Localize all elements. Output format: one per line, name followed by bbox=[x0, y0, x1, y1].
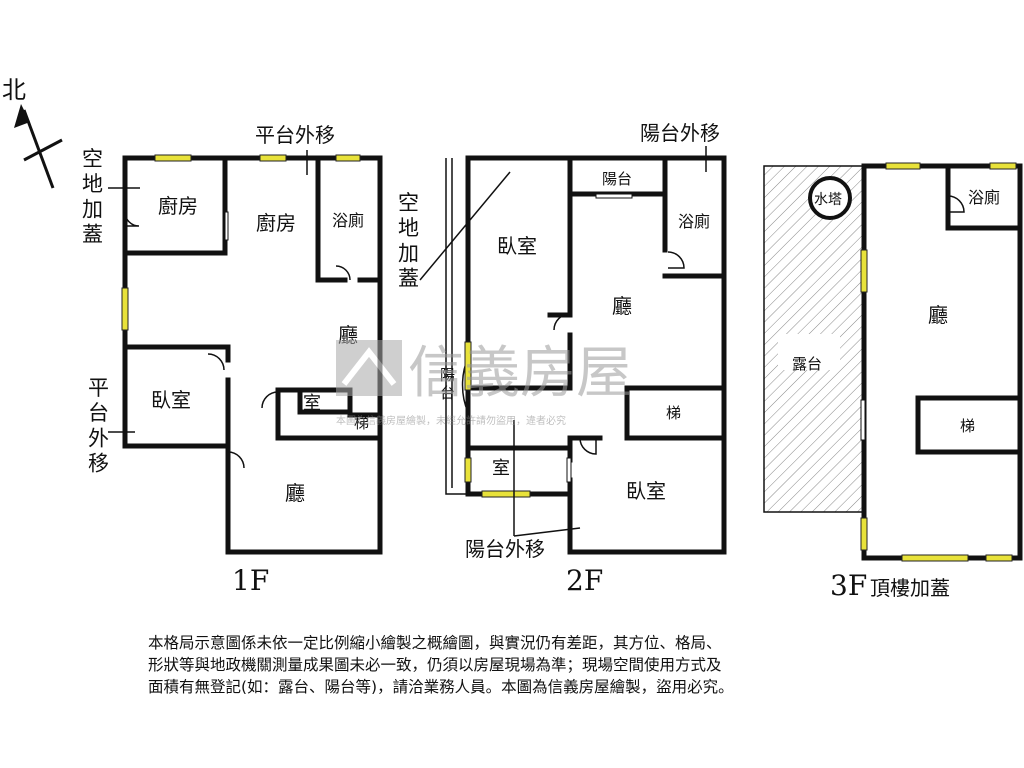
floor-2f-plan: 臥室 陽台 浴廁 廳 陽台 梯 室 臥室 2F 陽台外移 空地加蓋 陽台外移 bbox=[398, 121, 727, 597]
f2-bedroom-wall bbox=[465, 155, 573, 391]
f2-balcony-left-label: 陽台 bbox=[440, 366, 455, 402]
f3-living-label: 廳 bbox=[928, 303, 948, 327]
f2-leader bbox=[513, 527, 581, 537]
f1-door bbox=[227, 451, 245, 469]
f2-room-label: 室 bbox=[492, 458, 510, 479]
f1-note-top: 平台外移 bbox=[255, 123, 335, 147]
f1-window bbox=[154, 154, 192, 162]
f3-window bbox=[860, 517, 868, 551]
f2-outer-frame bbox=[445, 158, 468, 495]
f2-stairs-label: 梯 bbox=[666, 404, 681, 422]
floor-3f-plan: 水塔 浴廁 露台 廳 梯 3F 頂樓加蓋 bbox=[763, 162, 1023, 602]
f2-outer-wall bbox=[465, 155, 727, 555]
watermark-logo-roof bbox=[341, 347, 397, 386]
f3-water-tower-label: 水塔 bbox=[814, 192, 842, 208]
f1-bedroom-wall bbox=[122, 344, 231, 449]
disclaimer-line: 本格局示意圖係未依一定比例縮小繪製之概繪圖，與實況仍有差距，其方位、格局、 bbox=[148, 634, 722, 652]
f3-stairs-wall bbox=[915, 395, 1023, 455]
f1-sliding-door bbox=[224, 211, 229, 241]
f2-inner-wall bbox=[465, 385, 727, 497]
f1-bath-label: 浴廁 bbox=[332, 211, 364, 230]
f1-door bbox=[335, 265, 351, 281]
f2-window bbox=[464, 341, 472, 391]
f1-door bbox=[261, 391, 279, 409]
f3-stairs-label: 梯 bbox=[960, 417, 975, 435]
f3-door bbox=[947, 195, 965, 213]
f1-room-wall bbox=[275, 387, 383, 441]
f3-window bbox=[885, 162, 921, 170]
f1-stairs-label: 梯 bbox=[354, 414, 369, 432]
f2-bedroom-top-label: 臥室 bbox=[497, 234, 537, 258]
f3-bath-label: 浴廁 bbox=[968, 188, 1000, 207]
disclaimer-line: 形狀等與地政機關測量成果圖未必一致，仍須以房屋現場為準；現場空間使用方式及 bbox=[148, 656, 722, 674]
f2-door bbox=[553, 313, 571, 331]
f1-note-left-top: 空地加蓋 bbox=[82, 147, 103, 247]
f3-bath-wall bbox=[945, 163, 1023, 231]
f1-kitchen-left-label: 廚房 bbox=[158, 194, 198, 218]
f2-balcony-bath-wall bbox=[567, 155, 727, 279]
f2-bedroom-bottom-label: 臥室 bbox=[626, 479, 666, 503]
f3-terrace-label: 露台 bbox=[792, 355, 822, 373]
f3-floor-suffix: 頂樓加蓋 bbox=[870, 576, 950, 600]
f1-window bbox=[259, 154, 287, 162]
f2-sliding-door bbox=[595, 193, 633, 199]
f1-outer-wall bbox=[122, 155, 383, 555]
f2-floor-name: 2F bbox=[566, 564, 603, 597]
f2-note-top: 陽台外移 bbox=[640, 121, 720, 145]
f1-door bbox=[124, 211, 140, 227]
f1-floor-name: 1F bbox=[232, 564, 269, 597]
f1-door bbox=[207, 353, 225, 371]
floor-1f-plan: 廚房 廚房 浴廁 廳 臥室 室 梯 廳 1F 平台外移 空地加蓋 平台外移 bbox=[82, 123, 383, 597]
compass-axis bbox=[22, 109, 55, 189]
f1-note-left-bottom: 平台外移 bbox=[88, 376, 109, 476]
f2-window bbox=[481, 490, 531, 498]
f1-kitchen-right-label: 廚房 bbox=[256, 211, 296, 235]
f2-note-bottom: 陽台外移 bbox=[465, 537, 545, 561]
f3-floor-name: 3F bbox=[830, 569, 867, 602]
f1-living-lower-label: 廳 bbox=[285, 481, 305, 505]
f2-balcony-top-label: 陽台 bbox=[602, 170, 632, 188]
f2-sliding-door bbox=[566, 457, 572, 483]
f2-leader bbox=[419, 171, 511, 281]
disclaimer: 本格局示意圖係未依一定比例縮小繪製之概繪圖，與實況仍有差距，其方位、格局、 形狀… bbox=[148, 632, 888, 698]
f1-window bbox=[121, 287, 129, 331]
f3-outer-wall bbox=[861, 163, 1023, 561]
f2-bath-label: 浴廁 bbox=[678, 212, 710, 231]
f1-bath-wall bbox=[315, 155, 383, 283]
f1-room-label: 室 bbox=[303, 393, 321, 414]
f3-window bbox=[901, 554, 969, 562]
watermark: 信義房屋 本圖為信義房屋繪製，未經允許請勿盜用，違者必究 bbox=[336, 340, 632, 427]
f3-window bbox=[985, 554, 1013, 562]
watermark-brand: 信義房屋 bbox=[408, 341, 632, 406]
f2-door bbox=[579, 437, 597, 455]
f3-window bbox=[860, 249, 868, 293]
north-label: 北 bbox=[2, 76, 26, 104]
f1-window bbox=[335, 154, 361, 162]
f3-water-tower bbox=[808, 176, 852, 220]
disclaimer-line: 面積有無登記(如：露台、陽台等)，請洽業務人員。本圖為信義房屋繪製，盜用必究。 bbox=[148, 678, 734, 696]
compass-arrow-icon bbox=[14, 104, 30, 128]
f3-terrace-label-bg bbox=[778, 334, 840, 370]
f2-living-label: 廳 bbox=[612, 294, 632, 318]
f2-note-left: 空地加蓋 bbox=[398, 191, 419, 291]
f3-sliding-door bbox=[860, 399, 866, 441]
f3-window bbox=[989, 162, 1017, 170]
f2-window bbox=[464, 457, 472, 483]
watermark-caption: 本圖為信義房屋繪製，未經允許請勿盜用，違者必究 bbox=[336, 414, 566, 427]
compass-crossbar bbox=[23, 138, 63, 162]
f2-door bbox=[667, 251, 685, 269]
f1-kitchen-wall bbox=[122, 155, 228, 256]
f1-bedroom-label: 臥室 bbox=[151, 388, 191, 412]
north-compass: 北 bbox=[2, 76, 63, 189]
